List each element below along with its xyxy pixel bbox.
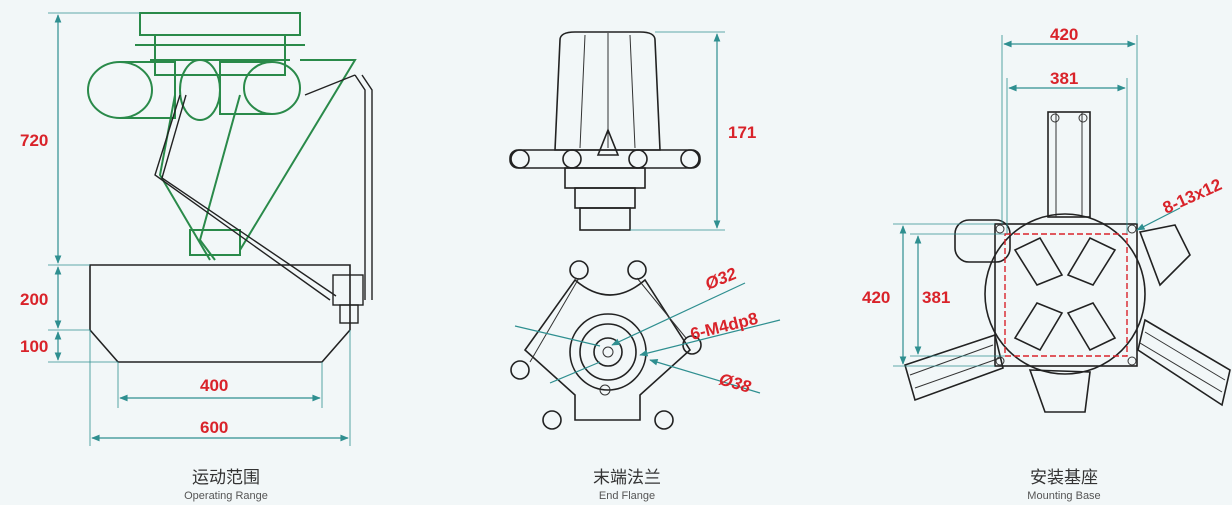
dim-171: 171 [630,31,756,231]
base-lower-arms [904,318,1231,407]
dim-label-d32: Ø32 [702,264,739,294]
dim-420-vertical: 420 [862,223,995,367]
flange-bottom-view [510,260,702,430]
operating-range-panel: 720 200 100 400 600 运动范围 Operatin [20,12,373,502]
robot-arms-green [158,59,357,261]
mounting-base-panel: 420 381 420 381 8-13x12 安装基座 Moun [862,25,1231,502]
dim-720: 720 [20,12,140,266]
base-plate [984,213,1146,375]
dim-label-200: 200 [20,290,48,309]
dim-label-100: 100 [20,337,48,356]
caption-operating-range-cn: 运动范围 [192,468,260,488]
dim-label-420-v: 420 [862,288,890,307]
caption-operating-range-en: Operating Range [184,490,268,502]
caption-mounting-base-cn: 安装基座 [1030,468,1098,488]
dim-label-381-h: 381 [1050,69,1078,88]
caption-end-flange-en: End Flange [599,490,655,502]
robot-arms-extended [154,74,373,324]
dim-label-720: 720 [20,131,48,150]
dim-381-horizontal: 381 [1006,69,1128,234]
dim-8-13x12: 8-13x12 [1136,175,1225,231]
dim-400: 400 [117,362,323,408]
dim-label-6-m4dp8: 6-M4dp8 [688,309,760,344]
robot-motors [87,59,301,121]
flange-side-view [509,31,701,231]
dim-381-vertical: 381 [910,233,1005,357]
dim-label-171: 171 [728,123,756,142]
base-upper-arm [1047,111,1091,218]
dim-label-400: 400 [200,376,228,395]
base-motor-housings [954,219,1191,413]
robot-base [135,12,305,76]
dim-label-381-v: 381 [922,288,950,307]
dim-label-d38: Ø38 [717,370,754,397]
dim-label-8-13x12: 8-13x12 [1160,175,1225,218]
dim-600: 600 [89,330,351,446]
caption-end-flange-cn: 末端法兰 [593,468,661,488]
dim-label-600: 600 [200,418,228,437]
caption-mounting-base-en: Mounting Base [1027,490,1100,502]
dim-200: 200 [20,266,90,331]
dim-100: 100 [20,331,118,363]
dim-label-420-h: 420 [1050,25,1078,44]
dim-420-horizontal: 420 [1001,25,1138,224]
end-flange-panel: 171 Ø32 6-M4dp8 Ø38 [509,31,781,502]
